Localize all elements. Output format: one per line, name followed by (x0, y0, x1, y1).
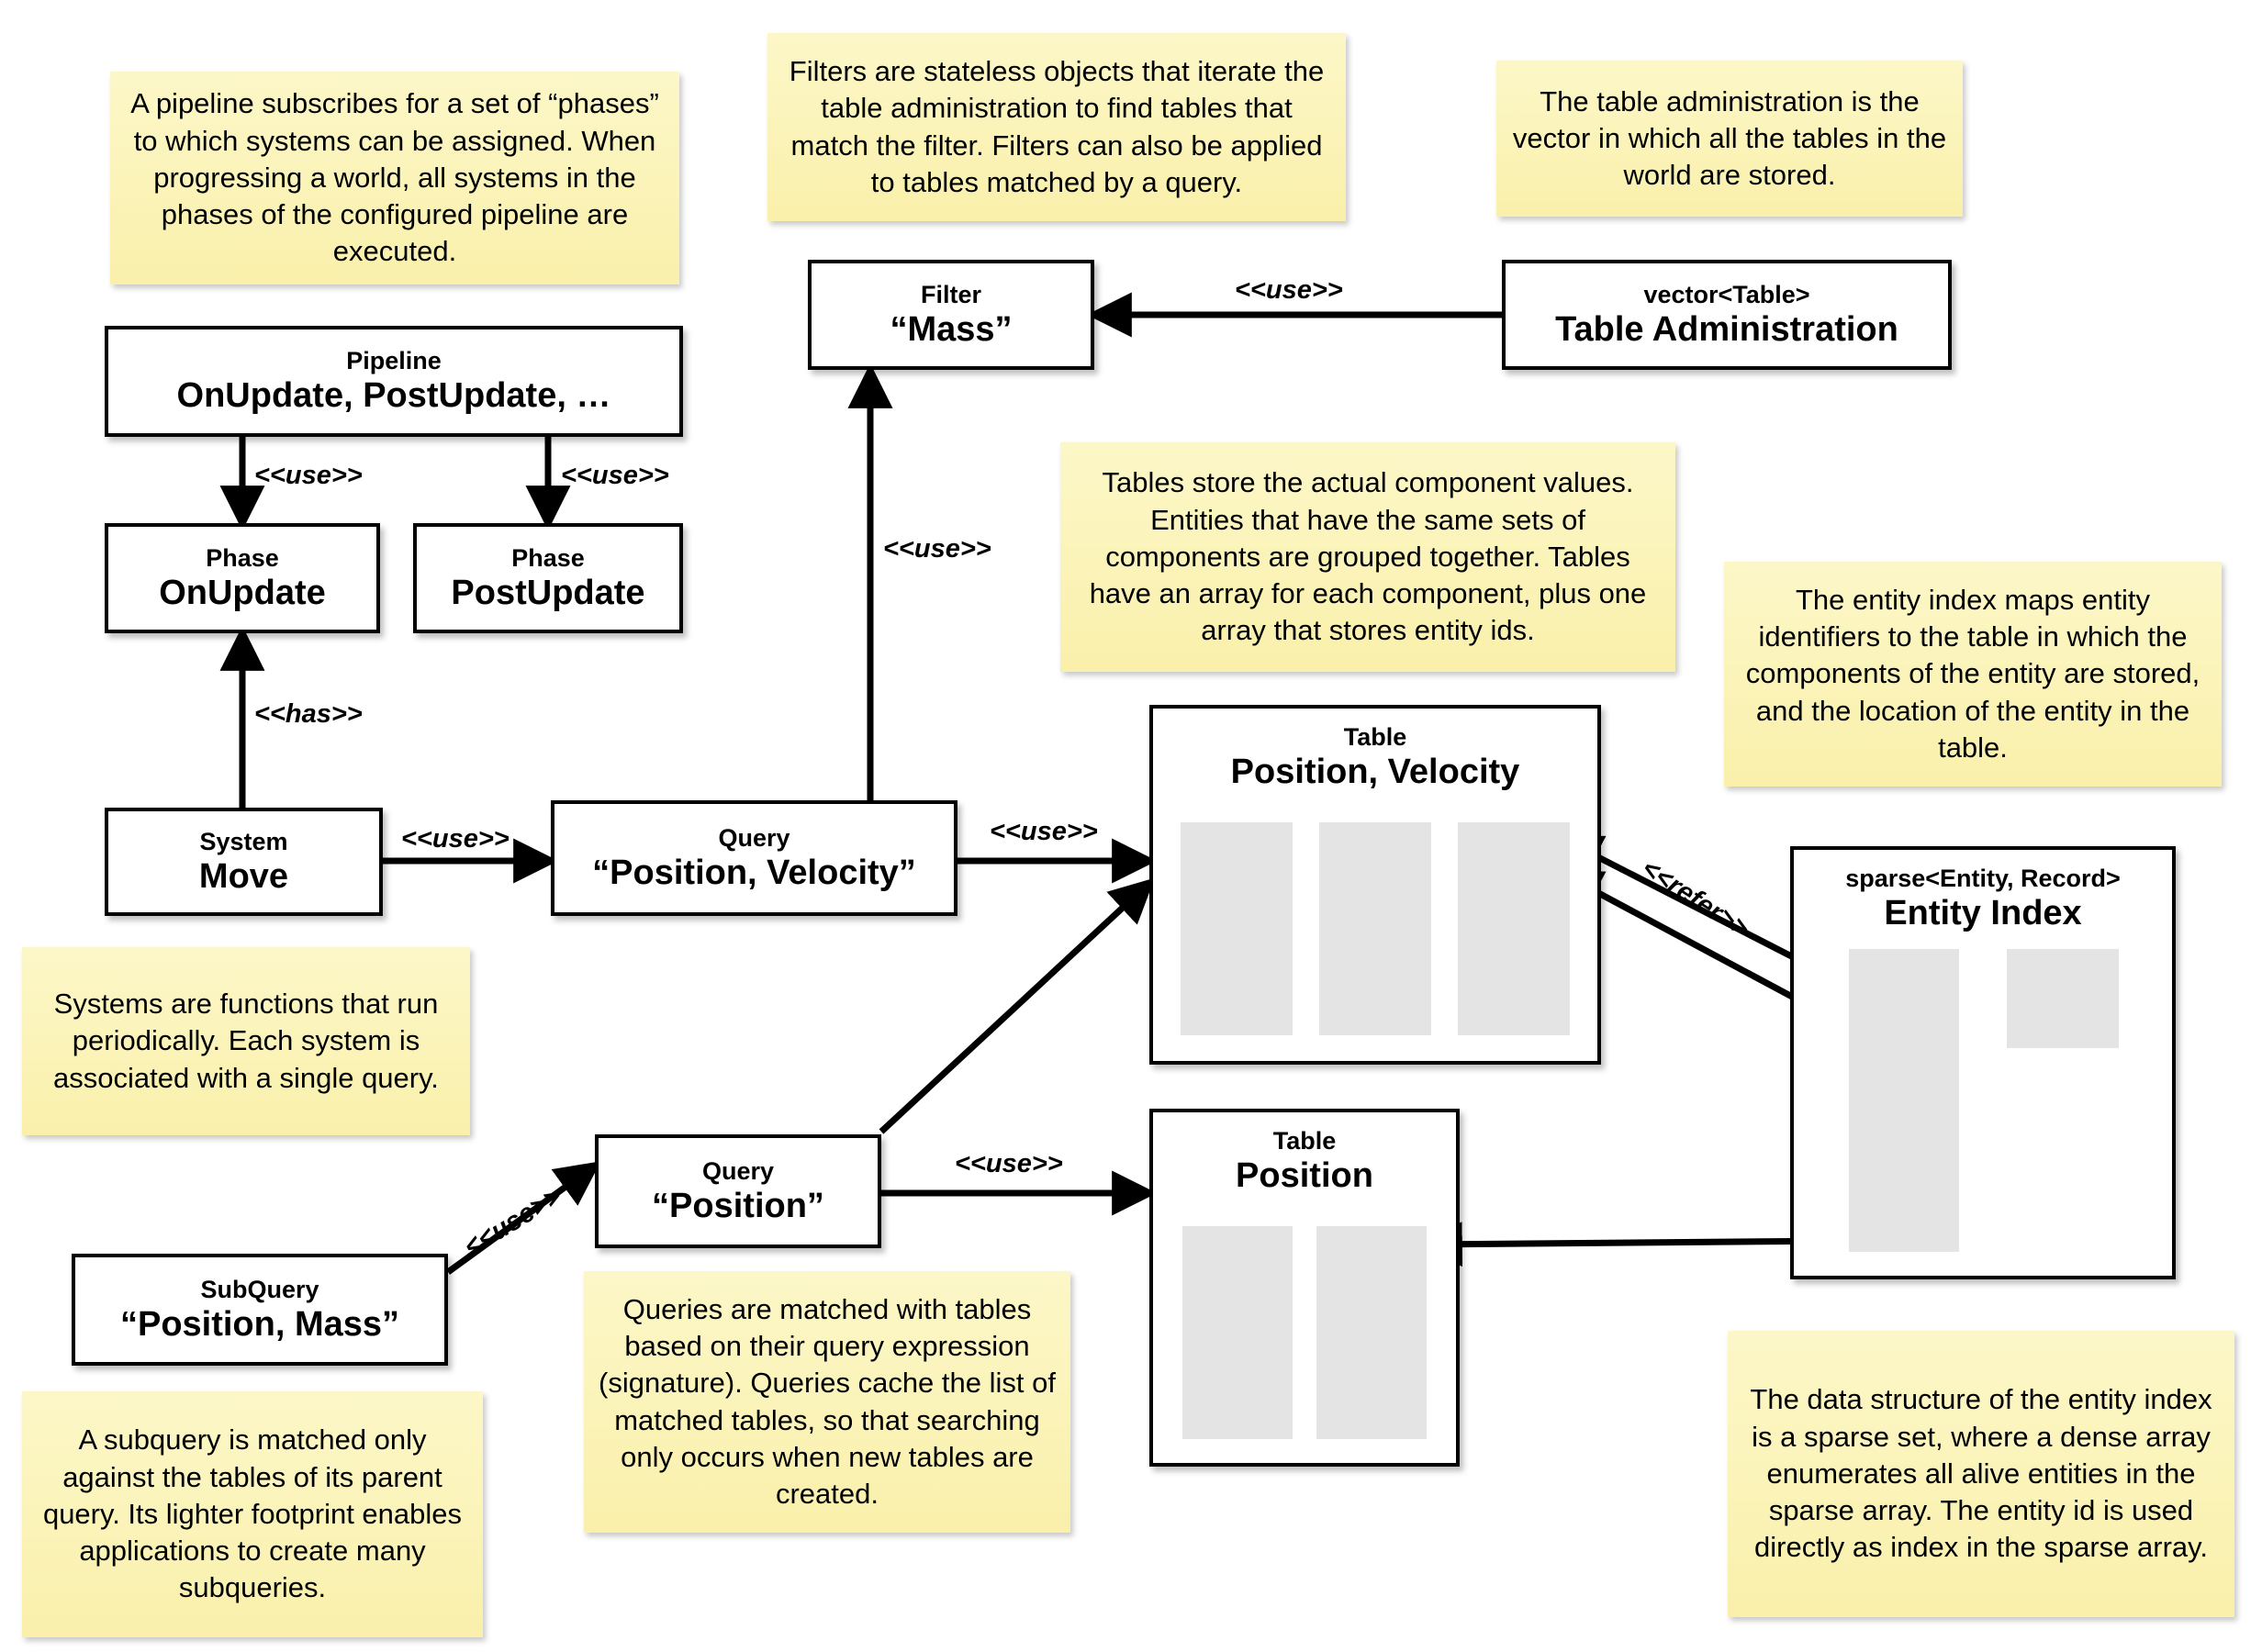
box-system-move-title: Move (198, 856, 289, 896)
edge-label-pipeline-to-postupdate: <<use>> (561, 461, 669, 490)
box-table-position-velocity-stereotype: Table (1343, 723, 1407, 751)
note-tables: Tables store the actual component values… (1060, 442, 1675, 672)
box-filter-title: “Mass” (890, 309, 1013, 349)
note-pipeline: A pipeline subscribes for a set of “phas… (110, 72, 679, 285)
note-systems: Systems are functions that run periodica… (22, 947, 470, 1135)
box-subquery-stereotype: SubQuery (200, 1275, 319, 1303)
box-subquery-title: “Position, Mass” (119, 1304, 400, 1344)
box-phase-postupdate[interactable]: Phase PostUpdate (413, 523, 683, 633)
box-table-position-velocity[interactable]: Table Position, Velocity (1149, 705, 1601, 1065)
box-table-administration-stereotype: vector<Table> (1643, 280, 1810, 308)
edge-label-subquery-to-query: <<use>> (459, 1181, 567, 1263)
box-entity-index-stereotype: sparse<Entity, Record> (1845, 865, 2121, 892)
table-column-slot (1181, 822, 1293, 1035)
box-table-administration-title: Table Administration (1555, 309, 1898, 349)
edge-label-pipeline-to-onupdate: <<use>> (254, 461, 363, 490)
box-phase-onupdate-title: OnUpdate (159, 573, 326, 612)
table-column-slot (1316, 1226, 1427, 1439)
edge-querypos-to-table-posvel (879, 877, 1155, 1134)
note-entity-index: The entity index maps entity identifiers… (1724, 562, 2222, 787)
box-subquery[interactable]: SubQuery “Position, Mass” (72, 1254, 448, 1366)
edge-index-to-table-pos (1417, 1222, 1846, 1267)
box-filter-stereotype: Filter (920, 280, 981, 308)
edge-label-query-to-filter: <<use>> (883, 534, 991, 564)
box-system-move-stereotype: System (199, 827, 288, 855)
edge-label-index-refer-table: <<refer>> (1636, 854, 1754, 944)
box-phase-onupdate[interactable]: Phase OnUpdate (105, 523, 380, 633)
note-filter: Filters are stateless objects that itera… (767, 33, 1346, 221)
note-subquery: A subquery is matched only against the t… (22, 1391, 483, 1637)
note-table-admin: The table administration is the vector i… (1496, 61, 1963, 217)
edge-label-admin-to-filter: <<use>> (1235, 275, 1343, 305)
box-query-position-stereotype: Query (701, 1156, 775, 1185)
table-column-slot (1182, 1226, 1293, 1439)
box-pipeline-title: OnUpdate, PostUpdate, … (176, 376, 611, 416)
box-pipeline[interactable]: Pipeline OnUpdate, PostUpdate, … (105, 326, 683, 437)
box-phase-postupdate-title: PostUpdate (451, 573, 645, 612)
entity-index-dense-array (2007, 949, 2119, 1048)
box-table-administration[interactable]: vector<Table> Table Administration (1502, 260, 1952, 370)
box-entity-index[interactable]: sparse<Entity, Record> Entity Index (1790, 846, 2176, 1279)
table-position-velocity-columns (1181, 822, 1570, 1035)
box-query-position[interactable]: Query “Position” (595, 1134, 881, 1248)
box-table-position[interactable]: Table Position (1149, 1109, 1460, 1467)
note-queries: Queries are matched with tables based on… (584, 1271, 1070, 1533)
edge-label-query-to-table: <<use>> (990, 817, 1098, 846)
box-query-position-velocity[interactable]: Query “Position, Velocity” (551, 800, 957, 916)
box-query-position-velocity-title: “Position, Velocity” (592, 853, 916, 892)
note-sparse-set: The data structure of the entity index i… (1728, 1331, 2234, 1617)
edge-label-system-to-query: <<use>> (401, 824, 510, 854)
box-system-move[interactable]: System Move (105, 808, 383, 916)
table-column-slot (1319, 822, 1431, 1035)
edge-label-querypos-to-table: <<use>> (955, 1149, 1063, 1178)
box-table-position-title: Position (1236, 1156, 1373, 1196)
table-column-slot (1458, 822, 1570, 1035)
box-phase-postupdate-stereotype: Phase (511, 543, 585, 572)
box-query-position-velocity-stereotype: Query (718, 823, 790, 852)
box-pipeline-stereotype: Pipeline (346, 347, 442, 375)
box-filter[interactable]: Filter “Mass” (808, 260, 1094, 370)
box-table-position-stereotype: Table (1272, 1127, 1337, 1155)
edge-label-system-has-phase: <<has>> (254, 699, 363, 729)
box-phase-onupdate-stereotype: Phase (206, 543, 279, 572)
table-position-columns (1182, 1226, 1427, 1439)
box-query-position-title: “Position” (652, 1186, 824, 1225)
entity-index-sparse-array (1849, 949, 1959, 1252)
box-entity-index-title: Entity Index (1884, 894, 2082, 933)
box-table-position-velocity-title: Position, Velocity (1230, 753, 1520, 792)
